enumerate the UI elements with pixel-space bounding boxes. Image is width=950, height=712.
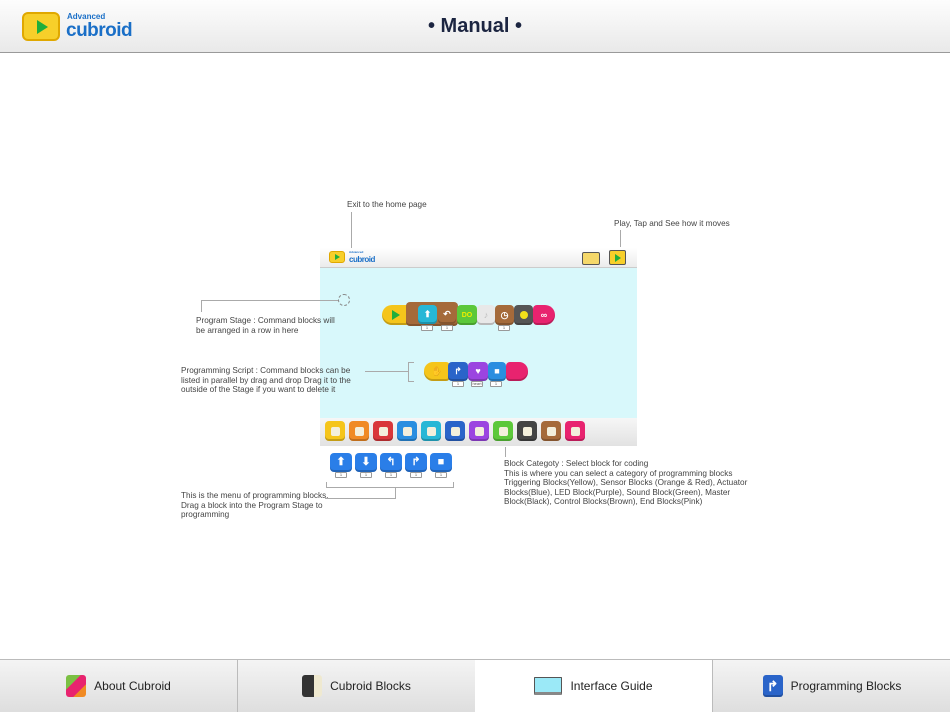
annotation-line: [351, 212, 352, 248]
menu-block-stop[interactable]: ■: [430, 453, 452, 472]
start-block[interactable]: [382, 305, 410, 325]
do-block[interactable]: DO: [457, 305, 477, 325]
category-icon: [498, 426, 508, 436]
annotation-line: [395, 488, 396, 498]
clock-block[interactable]: ◷: [495, 305, 514, 325]
param-tag[interactable]: 1: [498, 325, 510, 331]
tab-programming-blocks[interactable]: ↱ Programming Blocks: [713, 659, 950, 712]
category-icon: [426, 426, 436, 436]
annotation-play: Play, Tap and See how it moves: [614, 219, 730, 228]
turn-right-block[interactable]: ↱: [448, 362, 468, 381]
mockup-home-button[interactable]: [329, 251, 345, 263]
param-tag[interactable]: heart: [471, 381, 483, 387]
category-sensor-red[interactable]: [373, 421, 393, 441]
play-icon[interactable]: [609, 250, 626, 265]
hand-trigger-block[interactable]: ✋: [424, 362, 450, 381]
annotation-script: Programming Script : Command blocks can …: [181, 366, 351, 394]
tab-label: Interface Guide: [570, 679, 653, 693]
annotation-exit: Exit to the home page: [347, 200, 427, 209]
category-icon: [378, 426, 388, 436]
turn-right-block-icon: ↱: [762, 675, 783, 697]
category-triggering[interactable]: [325, 421, 345, 441]
annotation-bracket: [408, 362, 414, 382]
tab-label: About Cubroid: [94, 679, 171, 693]
mockup-logo-small: Advanced: [349, 250, 364, 254]
category-end[interactable]: [565, 421, 585, 441]
category-icon: [330, 426, 340, 436]
annotation-line: [325, 498, 396, 499]
infinity-end-block[interactable]: ∞: [533, 305, 555, 325]
param-tag[interactable]: 1: [421, 325, 433, 331]
sound-block[interactable]: ♪: [477, 305, 495, 325]
tab-about-cubroid[interactable]: About Cubroid: [0, 659, 238, 712]
param-tag[interactable]: 1: [335, 472, 347, 478]
menu-block-turn-left[interactable]: ↰: [380, 453, 402, 472]
annotation-stage: Program Stage : Command blocks will be a…: [196, 316, 335, 335]
mockup-header: Advanced cubroid: [320, 248, 637, 268]
turn-back-block[interactable]: ↶: [438, 305, 456, 324]
tab-label: Cubroid Blocks: [330, 679, 411, 693]
param-tag[interactable]: 1: [410, 472, 422, 478]
param-tag[interactable]: 1: [441, 325, 453, 331]
category-sound[interactable]: [493, 421, 513, 441]
annotation-line: [505, 447, 506, 457]
category-led[interactable]: [469, 421, 489, 441]
logo-icon: [22, 12, 60, 41]
move-forward-block[interactable]: ⬆: [418, 305, 437, 324]
annotation-line: [201, 300, 338, 301]
category-icon: [474, 426, 484, 436]
annotation-line: [201, 300, 202, 312]
page-title: • Manual •: [427, 15, 522, 37]
param-tag[interactable]: 1: [452, 381, 464, 387]
menu-block-up-arrow[interactable]: ⬆: [330, 453, 352, 472]
annotation-line: [365, 371, 408, 372]
annotation-bracket: [326, 482, 454, 488]
category-icon: [522, 426, 532, 436]
category-actuator-1[interactable]: [397, 421, 417, 441]
app-header: Advanced cubroid • Manual •: [0, 0, 950, 53]
category-control[interactable]: [541, 421, 561, 441]
category-icon: [450, 426, 460, 436]
param-tag[interactable]: 1: [360, 472, 372, 478]
master-block[interactable]: [514, 305, 533, 325]
menu-block-down-arrow[interactable]: ⬇: [355, 453, 377, 472]
logo-text: cubroid: [66, 20, 133, 41]
mockup-logo: cubroid: [349, 255, 375, 264]
param-tag[interactable]: 1: [385, 472, 397, 478]
annotation-line: [620, 230, 621, 247]
folder-icon[interactable]: [582, 252, 600, 265]
param-tag[interactable]: 1: [435, 472, 447, 478]
menu-block-turn-right[interactable]: ↱: [405, 453, 427, 472]
category-icon: [546, 426, 556, 436]
category-sensor-orange[interactable]: [349, 421, 369, 441]
annotation-category: Block Categoty : Select block for coding…: [504, 459, 748, 506]
category-actuator-3[interactable]: [445, 421, 465, 441]
tab-cubroid-blocks[interactable]: Cubroid Blocks: [238, 659, 476, 712]
end-block[interactable]: [506, 362, 528, 381]
tab-interface-guide[interactable]: Interface Guide: [475, 659, 713, 712]
tab-label: Programming Blocks: [790, 679, 902, 693]
cube-icon: [66, 675, 87, 697]
block-icon: [302, 675, 323, 697]
logo-small-text: Advanced: [67, 12, 106, 21]
category-icon: [354, 426, 364, 436]
category-icon: [570, 426, 580, 436]
category-master[interactable]: [517, 421, 537, 441]
program-stage[interactable]: [320, 268, 637, 418]
stop-block[interactable]: ■: [488, 362, 506, 381]
category-actuator-2[interactable]: [421, 421, 441, 441]
annotation-menu: This is the menu of programming blocks. …: [181, 491, 329, 519]
laptop-icon: [534, 677, 563, 695]
category-icon: [402, 426, 412, 436]
param-tag[interactable]: 1: [490, 381, 502, 387]
heart-led-block[interactable]: ♥: [468, 362, 488, 381]
dashed-circle-marker: [338, 294, 350, 306]
